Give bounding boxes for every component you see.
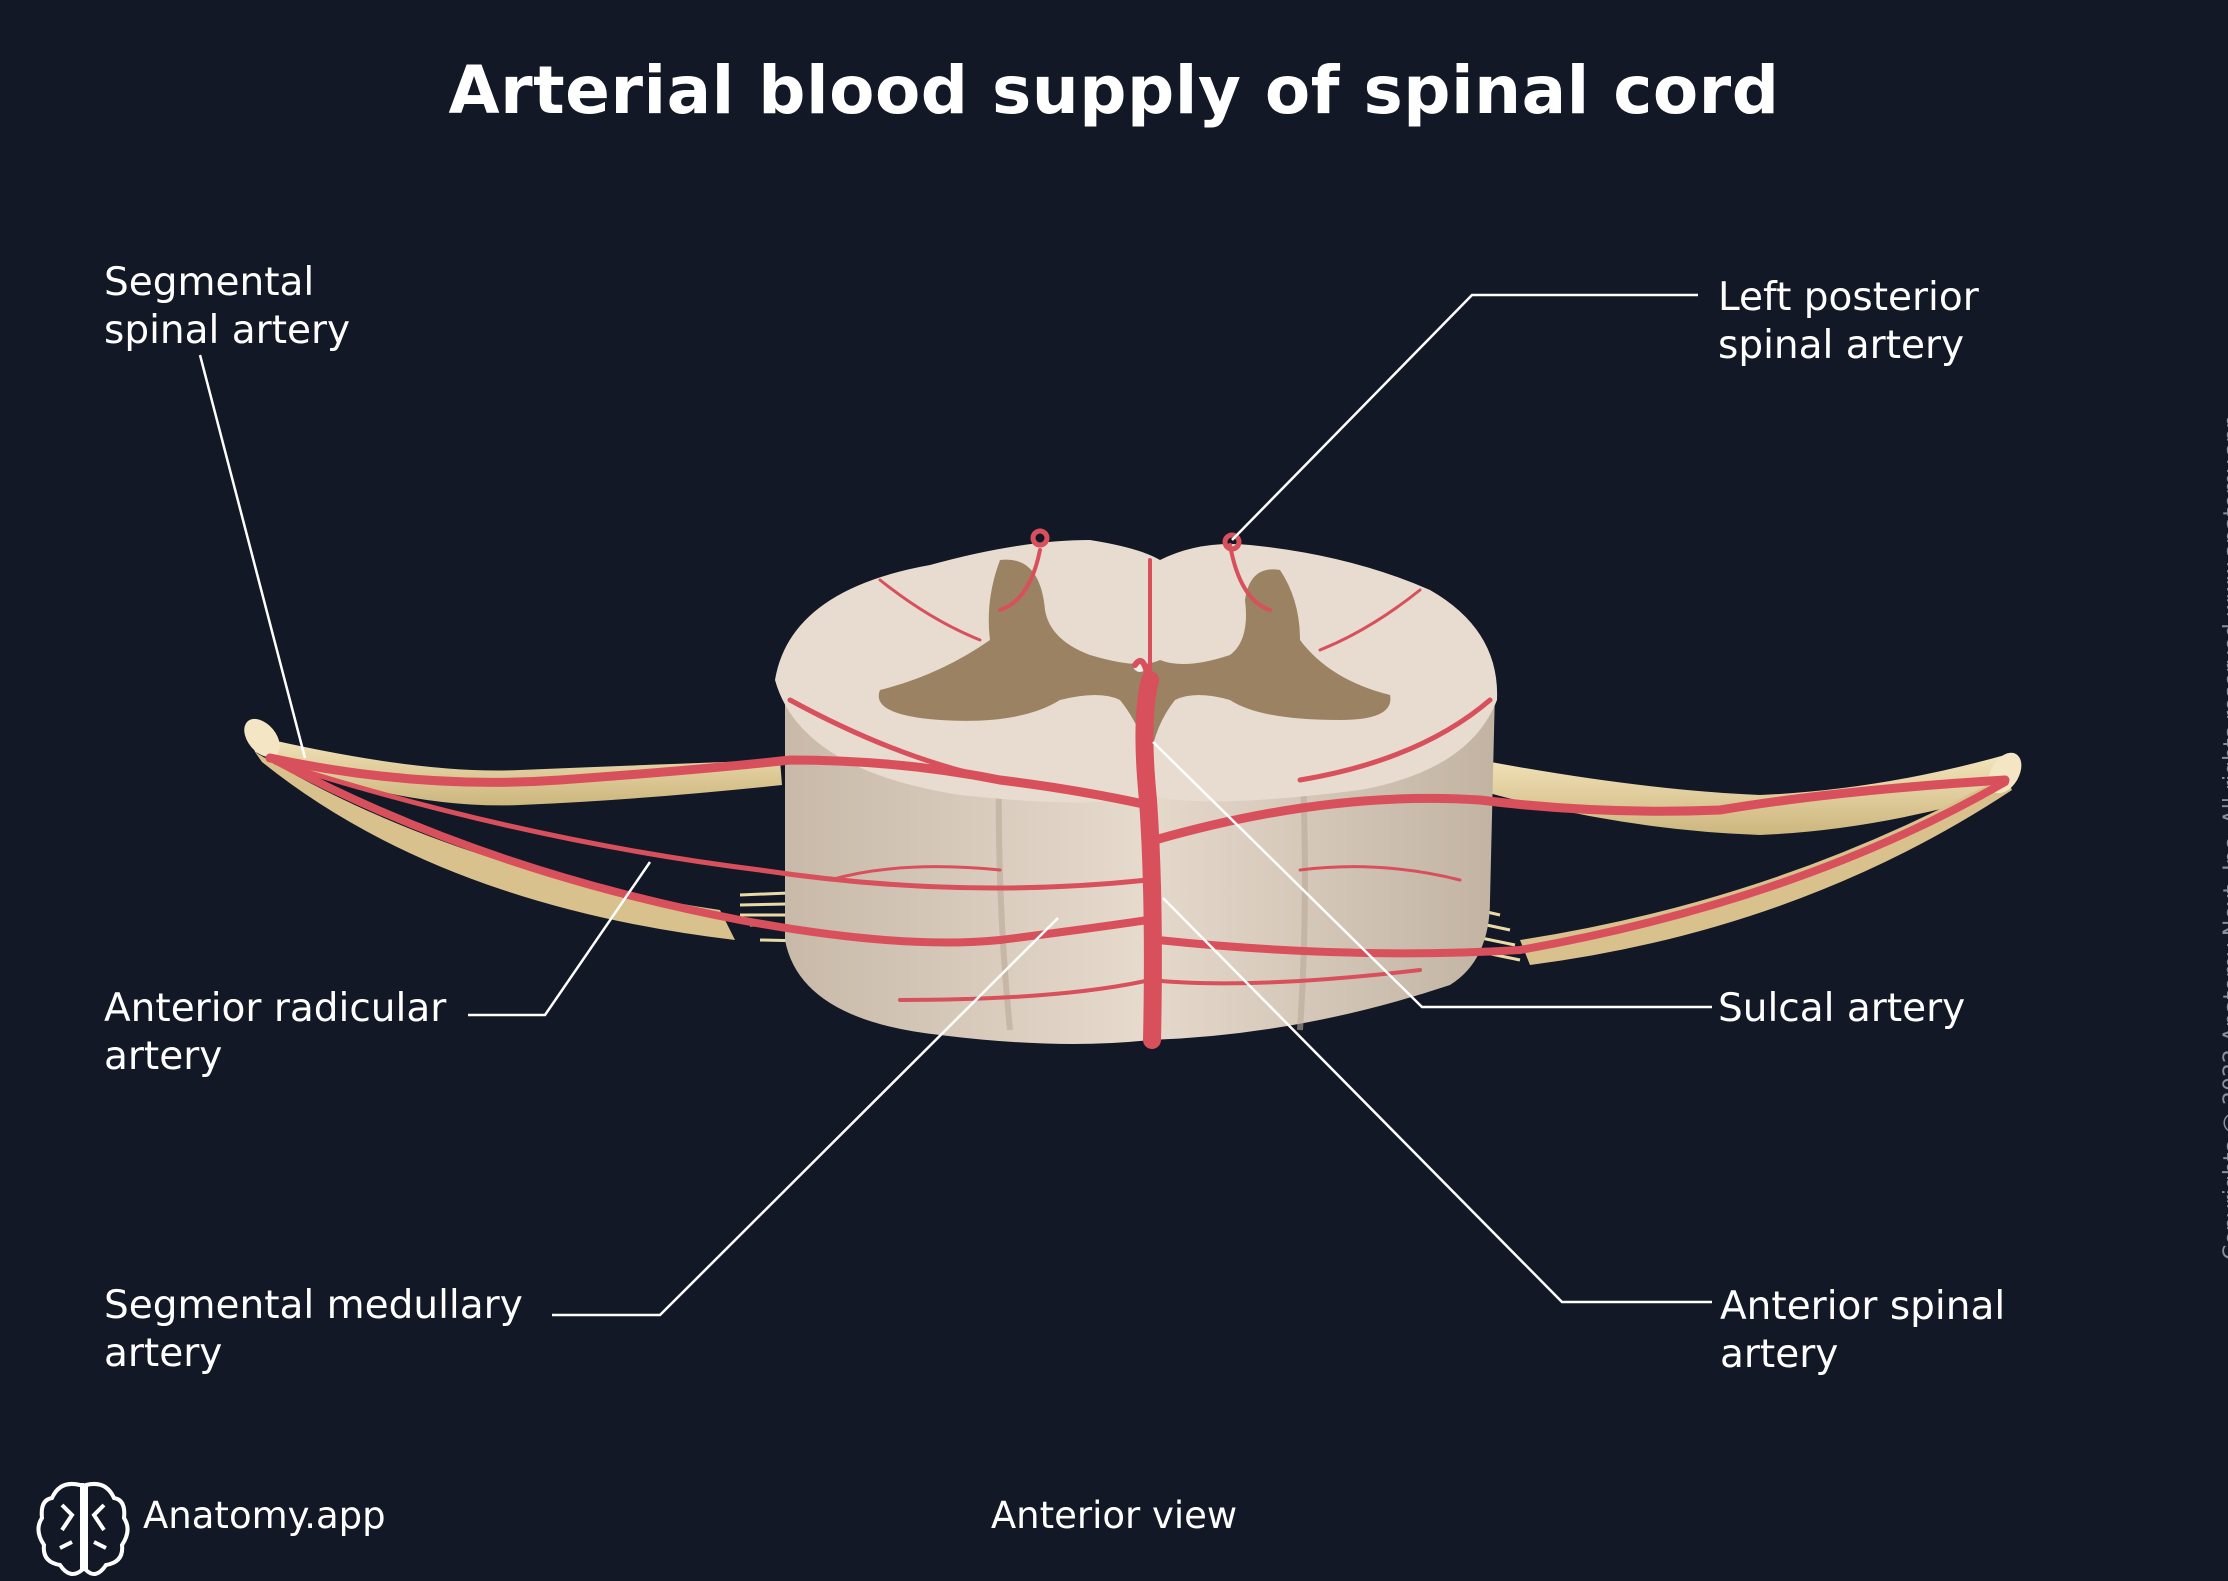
spinal-cord-segment: [775, 540, 1498, 1044]
arteries: [265, 528, 2010, 1049]
copyright-notice: Copyrights @ 2022 Anatomy Next, Inc. All…: [2220, 414, 2228, 1260]
label-line: artery: [1720, 1332, 1839, 1377]
label-line: Sulcal artery: [1718, 986, 1966, 1031]
leader-lines: [198, 293, 1712, 1317]
label-line: Segmental: [104, 260, 315, 305]
label-line: artery: [104, 1034, 223, 1079]
label-line: spinal artery: [104, 308, 351, 353]
label-line: Segmental medullary: [104, 1283, 523, 1328]
anatomy-app-logo: [36, 1481, 130, 1576]
label-line: Left posterior: [1718, 275, 1979, 320]
label-segmental-medullary-artery: Segmental medullary artery: [104, 1282, 523, 1378]
page-title: Arterial blood supply of spinal cord: [448, 52, 1780, 129]
label-line: Anterior radicular: [104, 986, 447, 1031]
label-line: spinal artery: [1718, 323, 1965, 368]
brand-name: Anatomy.app: [143, 1494, 386, 1537]
label-line: artery: [104, 1331, 223, 1376]
label-anterior-spinal-artery: Anterior spinal artery: [1720, 1283, 2005, 1379]
label-line: Anterior spinal: [1720, 1284, 2006, 1329]
label-left-posterior-spinal-artery: Left posterior spinal artery: [1718, 274, 1979, 370]
label-anterior-radicular-artery: Anterior radicular artery: [104, 985, 446, 1081]
label-sulcal-artery: Sulcal artery: [1718, 985, 1965, 1033]
label-segmental-spinal-artery: Segmental spinal artery: [104, 259, 350, 355]
view-caption: Anterior view: [990, 1494, 1238, 1537]
